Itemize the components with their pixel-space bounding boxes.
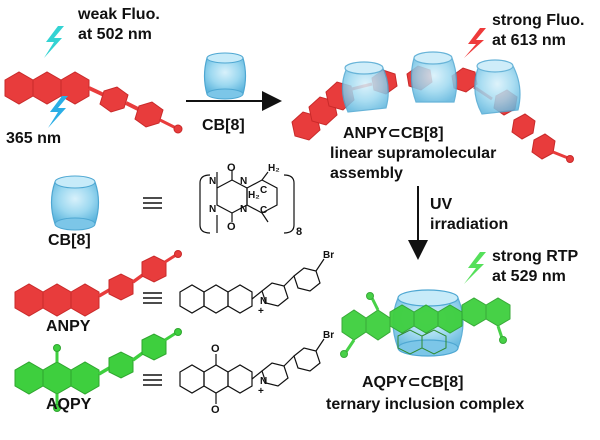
atom-n-4: N	[240, 204, 248, 215]
cb8-structure	[199, 170, 295, 234]
atom-n-1: N	[209, 176, 217, 187]
aqpy-legend-molecule	[14, 328, 182, 412]
aqpy-structure	[179, 338, 325, 404]
cb8-legend-label: CB[8]	[48, 232, 91, 249]
lightning-bolt-icon	[464, 28, 486, 58]
lightning-bolt-icon	[464, 252, 486, 284]
equivalence-sign	[143, 374, 162, 386]
lightning-bolt-icon	[44, 26, 64, 58]
anpy-cb8-complex-name: ANPY⊂CB[8]	[343, 125, 444, 142]
repeat-count: 8	[296, 226, 303, 238]
atom-o-bottom: O	[227, 221, 236, 233]
anpy-cb8-assembly	[291, 51, 574, 163]
ternary-complex-label: ternary inclusion complex	[326, 396, 525, 413]
atom-n-3: N	[209, 204, 217, 215]
weak-fluo-label: weak Fluo.	[78, 6, 160, 23]
weak-fluo-wavelength: at 502 nm	[78, 26, 152, 43]
atom-o-aqpy-bottom: O	[211, 404, 220, 416]
irradiation-label: irradiation	[430, 216, 509, 233]
cucurbituril-barrel-icon	[203, 52, 247, 100]
lightning-bolt-icon	[48, 96, 68, 128]
atom-n-anpy: N	[260, 296, 268, 307]
atom-o-aqpy-top: O	[211, 343, 220, 355]
cb8-host-label: CB[8]	[202, 117, 245, 134]
strong-fluo-wavelength: at 613 nm	[492, 32, 566, 49]
atom-o-top: O	[227, 162, 236, 174]
strong-rtp-label: strong RTP	[492, 248, 579, 265]
anpy-molecule-free	[4, 71, 183, 134]
aqpy-cb8-complex-name: AQPY⊂CB[8]	[362, 374, 464, 391]
atom-n-aqpy: N	[260, 376, 268, 387]
equivalence-sign	[143, 197, 162, 209]
equivalence-sign	[143, 292, 162, 304]
assembly-label: assembly	[330, 165, 403, 182]
strong-fluo-label: strong Fluo.	[492, 12, 585, 29]
anpy-legend-molecule	[14, 250, 182, 317]
excitation-wavelength: 365 nm	[6, 130, 62, 147]
aqpy-cb8-complex	[340, 289, 511, 358]
atom-c-1: C	[260, 185, 268, 196]
charge-aqpy: +	[258, 386, 264, 397]
charge-anpy: +	[258, 306, 264, 317]
anpy-structure	[179, 258, 325, 314]
rtp-wavelength: at 529 nm	[492, 268, 566, 285]
atom-c-2: C	[260, 205, 268, 216]
cucurbituril-barrel-icon	[50, 175, 100, 231]
atom-n-2: N	[240, 176, 248, 187]
atom-h2-bottom: H₂	[248, 190, 260, 201]
uv-label: UV	[430, 196, 453, 213]
atom-h2-top: H₂	[268, 163, 280, 174]
atom-br-aqpy: Br	[323, 330, 335, 341]
atom-br-anpy: Br	[323, 250, 335, 261]
linear-assembly-label: linear supramolecular	[330, 145, 497, 162]
anpy-legend-label: ANPY	[46, 318, 91, 335]
aqpy-legend-label: AQPY	[46, 396, 92, 413]
